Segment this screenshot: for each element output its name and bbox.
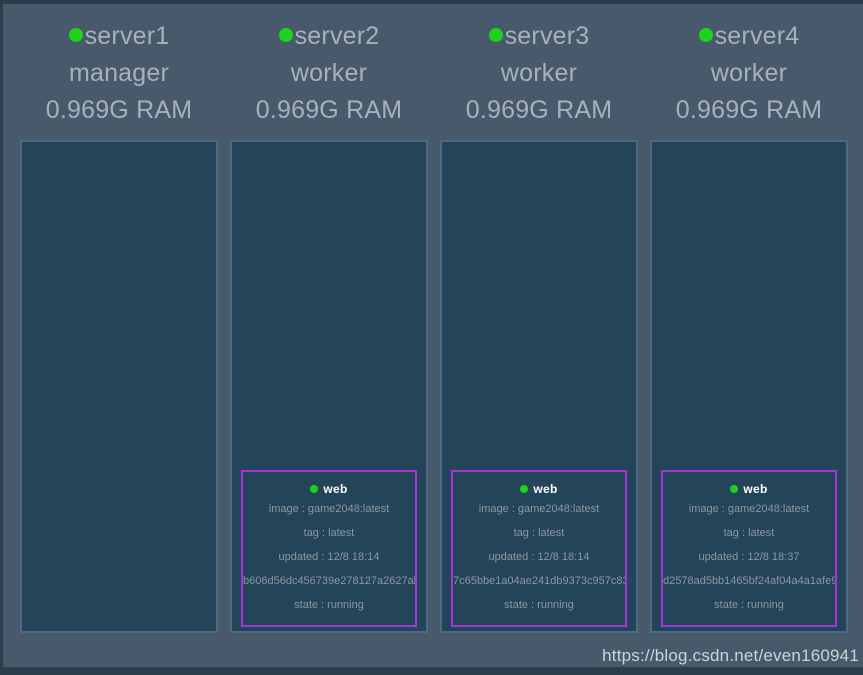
node-header: server2 worker 0.969G RAM <box>230 4 428 140</box>
node-name: server3 <box>504 22 590 50</box>
container-title-line: web <box>453 481 625 497</box>
node-panel: web image : game2048:latest tag : latest… <box>440 140 638 633</box>
node-header: server3 worker 0.969G RAM <box>440 4 638 140</box>
container-image-row: image : game2048:latest <box>688 503 810 515</box>
container-updated-row: updated : 12/8 18:37 <box>698 551 800 563</box>
node-column: server2 worker 0.969G RAM web image : ga… <box>230 4 428 633</box>
node-status-icon <box>68 28 83 43</box>
node-header: server1 manager 0.969G RAM <box>20 4 218 140</box>
node-column: server4 worker 0.969G RAM web image : ga… <box>650 4 848 633</box>
node-ram: 0.969G RAM <box>255 96 403 124</box>
container-updated-row: updated : 12/8 18:14 <box>488 551 590 563</box>
node-title-line: server4 <box>650 18 848 55</box>
node-panel: web image : game2048:latest tag : latest… <box>230 140 428 633</box>
node-ram: 0.969G RAM <box>45 96 193 124</box>
node-columns: server1 manager 0.969G RAM server2 worke… <box>3 4 863 633</box>
container-name: web <box>533 482 558 496</box>
node-status-icon <box>278 28 293 43</box>
node-column: server1 manager 0.969G RAM <box>20 4 218 633</box>
node-ram: 0.969G RAM <box>465 96 613 124</box>
node-panel: web image : game2048:latest tag : latest… <box>650 140 848 633</box>
node-status-icon <box>698 28 713 43</box>
container-status-icon <box>520 484 529 493</box>
node-role: worker <box>290 59 368 87</box>
container-status-icon <box>730 484 739 493</box>
watermark-url: https://blog.csdn.net/even160941 <box>602 646 859 665</box>
container-state-row: state : running <box>714 599 784 611</box>
container-tag-row: tag : latest <box>303 527 355 539</box>
node-title-line: server1 <box>20 18 218 55</box>
container-updated-row: updated : 12/8 18:14 <box>278 551 380 563</box>
node-role: manager <box>68 59 170 87</box>
container-image-row: image : game2048:latest <box>268 503 390 515</box>
container-title-line: web <box>243 481 415 497</box>
container-tag-row: tag : latest <box>723 527 775 539</box>
node-role: worker <box>500 59 578 87</box>
container-image-row: image : game2048:latest <box>478 503 600 515</box>
container-title-line: web <box>663 481 835 497</box>
container-name: web <box>743 482 768 496</box>
container-state-row: state : running <box>504 599 574 611</box>
node-title-line: server3 <box>440 18 638 55</box>
node-role: worker <box>710 59 788 87</box>
container-card: web image : game2048:latest tag : latest… <box>451 470 627 627</box>
container-card: web image : game2048:latest tag : latest… <box>241 470 417 627</box>
node-header: server4 worker 0.969G RAM <box>650 4 848 140</box>
container-name: web <box>323 482 348 496</box>
container-id-row: 7c65bbe1a04ae241db9373c957c83 <box>453 575 625 587</box>
container-id-row: b606d56dc456739e278127a2627ab <box>243 575 415 587</box>
node-status-icon <box>488 28 503 43</box>
node-ram: 0.969G RAM <box>675 96 823 124</box>
node-name: server4 <box>714 22 800 50</box>
container-state-row: state : running <box>294 599 364 611</box>
node-name: server1 <box>84 22 170 50</box>
node-title-line: server2 <box>230 18 428 55</box>
node-panel <box>20 140 218 633</box>
container-id-row: d2578ad5bb1465bf24af04a4a1afe9 <box>663 575 835 587</box>
container-card: web image : game2048:latest tag : latest… <box>661 470 837 627</box>
container-tag-row: tag : latest <box>513 527 565 539</box>
node-name: server2 <box>294 22 380 50</box>
node-column: server3 worker 0.969G RAM web image : ga… <box>440 4 638 633</box>
container-status-icon <box>310 484 319 493</box>
